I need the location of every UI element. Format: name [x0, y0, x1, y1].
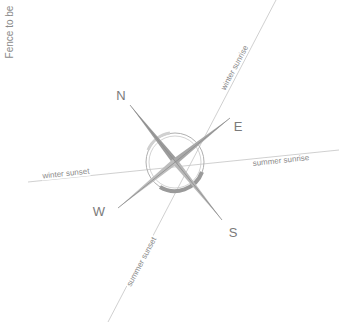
needle-axis: [118, 118, 230, 208]
compass-letter: W: [93, 205, 105, 218]
sun-line-label: summer sunrise: [251, 154, 310, 168]
compass-letter: N: [116, 89, 125, 102]
sun-line-label: winter sunset: [41, 167, 91, 180]
needle-axis: [130, 105, 222, 220]
sun-line-label: winter sunrise: [219, 43, 250, 92]
compass-letter: E: [234, 120, 243, 133]
compass-letter: S: [229, 226, 238, 239]
note-text: Fence to be: [5, 6, 15, 59]
sun-line-label: summer sunset: [125, 235, 159, 289]
